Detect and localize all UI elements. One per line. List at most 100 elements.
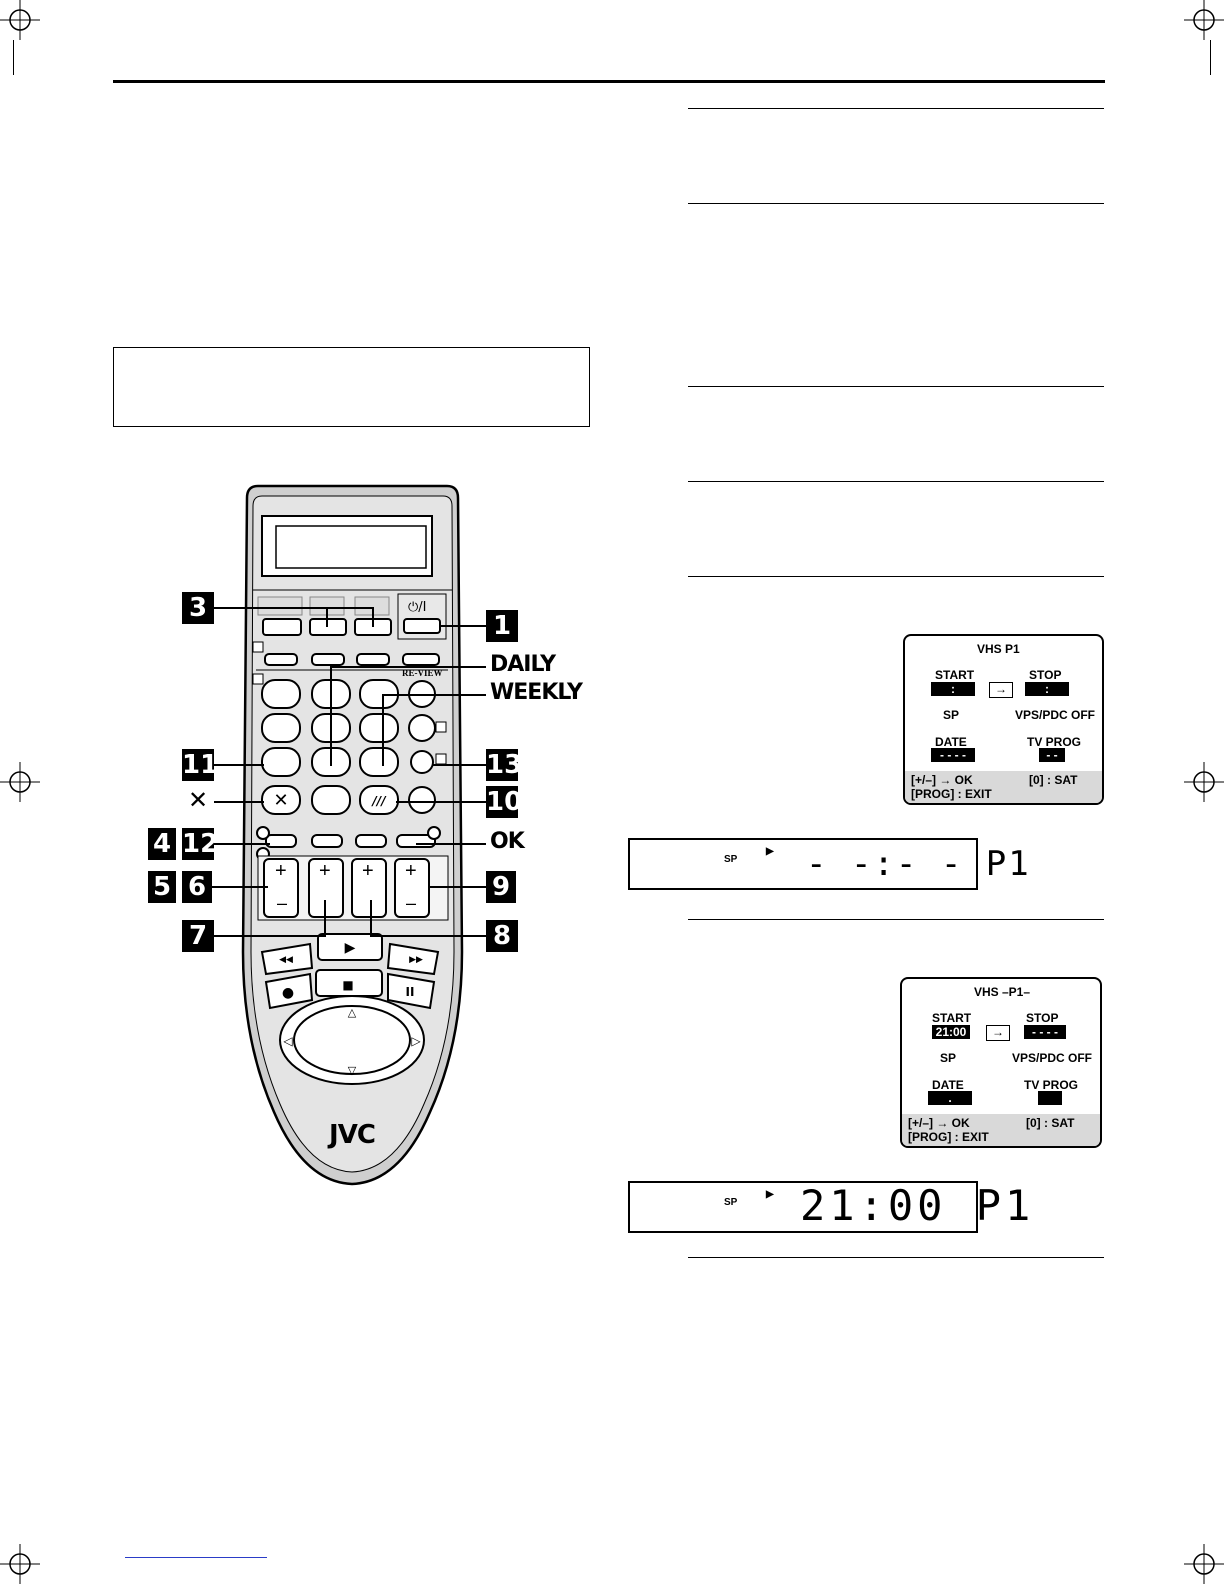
osd1-date-label: DATE (935, 735, 967, 749)
osd1-stop-label: STOP (1029, 668, 1062, 682)
remote-power-label: ⏻/I (408, 600, 427, 615)
osd1-vps-label: VPS/PDC OFF (1015, 708, 1096, 722)
lcd-display-2: SP ▶ 21:00 P1 (628, 1181, 1030, 1233)
minus-label-1: – (277, 893, 288, 913)
callout-13: 13 (486, 749, 523, 781)
svg-text:◀◀: ◀◀ (279, 955, 293, 965)
minus-label-2: – (406, 893, 417, 913)
callout-weekly: WEEKLY (490, 680, 583, 705)
osd2-start-label: START (932, 1011, 972, 1025)
registration-mark-bottom-left (0, 1544, 40, 1584)
svg-text:✕: ✕ (273, 790, 288, 811)
callout-1: 1 (486, 610, 518, 642)
leader-3 (214, 607, 374, 609)
callout-10: 10 (486, 786, 523, 818)
leader-8 (372, 935, 486, 937)
registration-mark-top-left (0, 0, 40, 40)
callout-ok: OK (490, 829, 525, 854)
remote-control: ✕ /// ▶ ■ ● II ◀◀ ▶▶ △ ▽ ◁ ▷ (241, 484, 464, 1186)
callout-9: 9 (486, 871, 516, 903)
osd2-date-label: DATE (932, 1078, 964, 1092)
leader-9 (428, 886, 486, 888)
osd1-header: VHS P1 (977, 642, 1020, 656)
step-rule-3 (688, 386, 1104, 387)
svg-text:▶▶: ▶▶ (409, 955, 423, 965)
remote-review-label: RE-VIEW (402, 668, 443, 678)
leader-10 (396, 801, 486, 803)
leader-6 (212, 886, 268, 888)
callout-x: ✕ (188, 786, 209, 814)
callout-12: 12 (182, 828, 219, 860)
lcd2-digits: 21:00 P1 (800, 1181, 1035, 1230)
remote-brand-logo: JVC (329, 1120, 376, 1150)
svg-text:▷: ▷ (411, 1034, 421, 1048)
crop-line-right-top (1210, 40, 1211, 75)
osd2-stop-label: STOP (1026, 1011, 1059, 1025)
lcd1-sp-indicator: SP (724, 854, 738, 865)
step-rule-5 (688, 576, 1104, 577)
osd1-start-label: START (935, 668, 975, 682)
plus-label-3: + (362, 860, 374, 882)
step-rule-2 (688, 203, 1104, 204)
osd1-start-value: : (931, 682, 975, 696)
leader-12 (214, 843, 270, 845)
callout-daily: DAILY (490, 652, 556, 677)
lcd1-digits: - -:- - P1 (806, 844, 1031, 884)
plus-label-4: + (405, 860, 417, 882)
osd2-footer: [+/–] → OK [0] : SAT [PROG] : EXIT (902, 1114, 1100, 1146)
osd2-tvprog-value (1038, 1091, 1062, 1105)
osd1-foot-line2: [PROG] : EXIT (911, 787, 992, 801)
header-rule (113, 80, 1105, 83)
plus-label-2: + (319, 860, 331, 882)
osd-screen-2: VHS –P1– START STOP 21:00 → - - - - SP V… (900, 977, 1102, 1148)
osd2-foot-line1-right: [0] : SAT (1026, 1116, 1075, 1130)
osd1-tvprog-value: - - (1039, 748, 1065, 762)
lcd-display-1: SP ▶ - -:- - P1 (628, 838, 1029, 890)
osd1-tvprog-label: TV PROG (1027, 735, 1082, 749)
svg-text:■: ■ (342, 978, 353, 992)
registration-mark-mid-right (1184, 762, 1224, 802)
osd2-stop-value: - - - - (1024, 1025, 1066, 1039)
osd2-header: VHS –P1– (974, 985, 1031, 999)
callout-6: 6 (182, 871, 212, 903)
lcd2-sp-indicator: SP (724, 1197, 738, 1208)
leader-3-drop-a (326, 607, 328, 627)
callout-8: 8 (486, 920, 518, 952)
callout-7: 7 (182, 920, 214, 952)
callout-11: 11 (182, 749, 219, 781)
osd1-arrow: → (989, 682, 1013, 698)
osd1-footer: [+/–] → OK [0] : SAT [PROG] : EXIT (905, 771, 1102, 803)
note-box (113, 347, 590, 427)
plus-label-1: + (275, 860, 287, 882)
leader-11 (214, 764, 264, 766)
callout-5: 5 (148, 871, 176, 903)
osd2-vps-label: VPS/PDC OFF (1012, 1051, 1093, 1065)
svg-text:▽: ▽ (348, 1064, 357, 1077)
osd2-foot-line1-left: [+/–] → OK (908, 1116, 970, 1130)
svg-text:▶: ▶ (345, 940, 356, 956)
svg-text:◁: ◁ (282, 1034, 292, 1048)
leader-8-rise (370, 900, 372, 937)
step-rule-1 (688, 108, 1104, 109)
lcd2-play-indicator: ▶ (766, 1189, 774, 1200)
callout-3: 3 (182, 592, 214, 624)
osd2-foot-line2: [PROG] : EXIT (908, 1130, 989, 1144)
leader-weekly-drop (382, 694, 384, 766)
registration-mark-bottom-right (1184, 1544, 1224, 1584)
leader-x (214, 801, 264, 803)
leader-1 (440, 625, 486, 627)
osd-screen-1: VHS P1 START STOP : → : SP VPS/PDC OFF D… (903, 634, 1104, 805)
step-rule-7 (688, 1257, 1104, 1258)
registration-mark-mid-left (0, 762, 40, 802)
crop-line-left-top (13, 40, 14, 75)
step-rule-6 (688, 919, 1104, 920)
osd1-foot-line1-left: [+/–] → OK (911, 773, 973, 787)
osd2-tvprog-label: TV PROG (1024, 1078, 1079, 1092)
leader-ok (416, 843, 486, 845)
leader-daily (330, 666, 486, 668)
lcd1-play-indicator: ▶ (766, 846, 774, 857)
osd2-arrow: → (986, 1025, 1010, 1041)
leader-weekly (382, 694, 486, 696)
leader-13 (432, 764, 486, 766)
svg-text:●: ● (282, 985, 294, 1001)
